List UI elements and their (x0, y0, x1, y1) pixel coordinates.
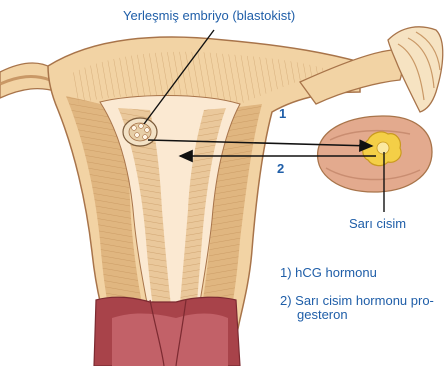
legend-item-1: 1) hCG hormonu (280, 265, 377, 280)
arrow-2-label: 2 (277, 161, 284, 176)
corpus-luteum-label: Sarı cisim (349, 216, 406, 231)
legend-item-2-line-2: gesteron (297, 307, 348, 322)
arrow-1-label: 1 (279, 106, 286, 121)
legend-item-2-line-1: 2) Sarı cisim hormonu pro- (280, 293, 434, 308)
embryo-label: Yerleşmiş embriyo (blastokist) (123, 8, 295, 23)
blastocyst (123, 118, 157, 146)
